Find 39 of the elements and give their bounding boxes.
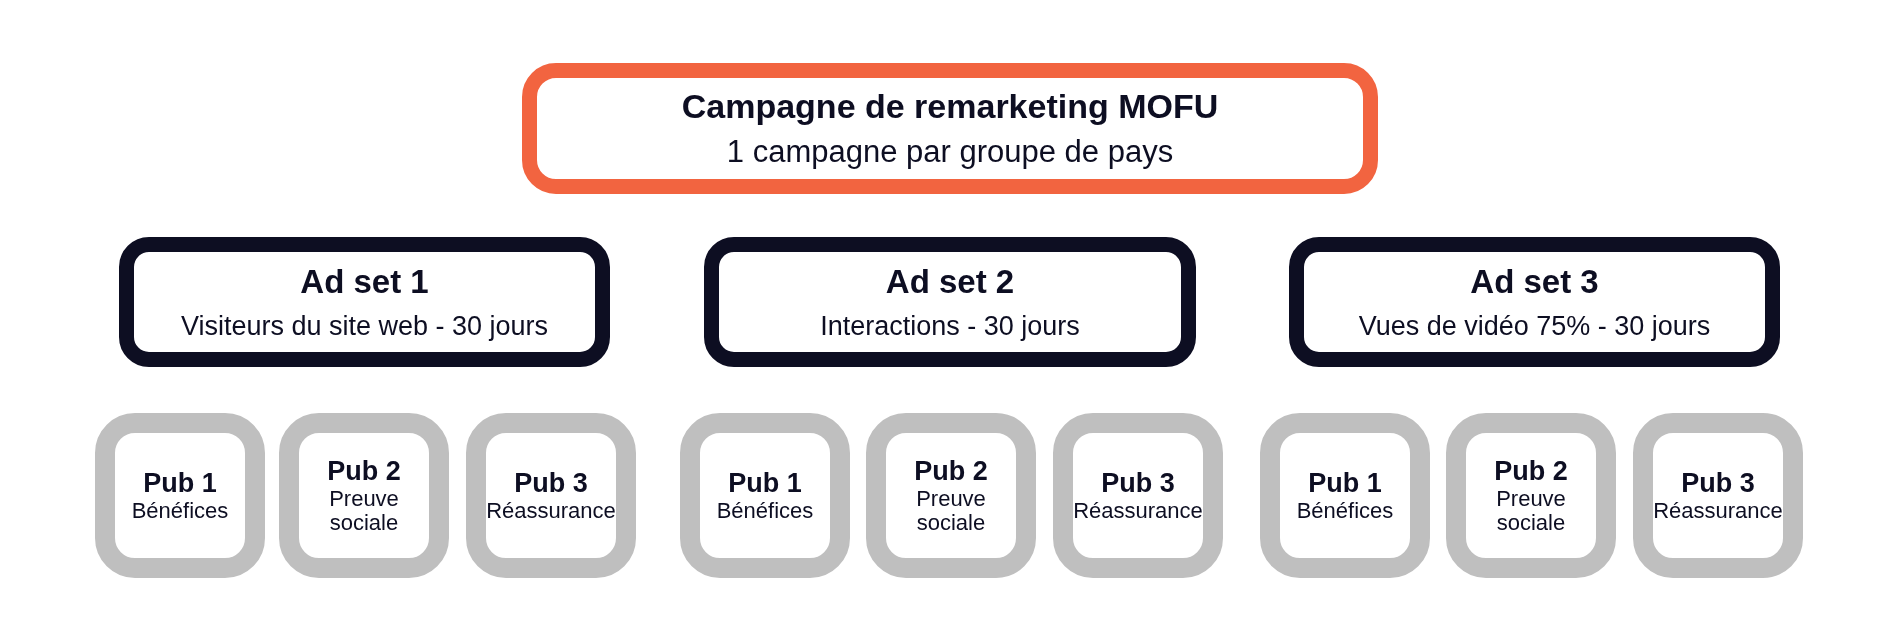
box-subtitle: Réassurance	[1072, 499, 1204, 523]
box-title: Pub 2	[1494, 456, 1568, 487]
box-title: Pub 1	[143, 468, 217, 499]
box-subtitle: Vues de vidéo 75% - 30 jours	[1358, 310, 1711, 342]
ad-box	[95, 413, 265, 578]
box-subtitle: Réassurance	[1652, 499, 1784, 523]
box-title: Ad set 3	[1470, 262, 1599, 301]
box-subtitle: Visiteurs du site web - 30 jours	[180, 310, 549, 342]
box-subtitle: Interactions - 30 jours	[820, 310, 1080, 342]
ad-set-box	[704, 237, 1196, 367]
ad-box	[1053, 413, 1223, 578]
box-subtitle: Preuve sociale	[1495, 487, 1567, 535]
campaign-box	[522, 63, 1378, 194]
box-title: Pub 1	[728, 468, 802, 499]
box-subtitle: Preuve sociale	[915, 487, 987, 535]
ad-box	[279, 413, 449, 578]
box-title: Pub 2	[914, 456, 988, 487]
box-title: Ad set 2	[885, 262, 1015, 301]
box-title: Pub 3	[1101, 468, 1175, 499]
ad-box	[680, 413, 850, 578]
box-subtitle: Bénéfices	[130, 499, 230, 523]
box-title: Ad set 1	[300, 262, 429, 301]
box-subtitle: Preuve sociale	[328, 487, 400, 535]
ad-box	[466, 413, 636, 578]
ad-box	[1633, 413, 1803, 578]
box-subtitle: Bénéfices	[715, 499, 815, 523]
ad-box	[866, 413, 1036, 578]
box-title: Pub 1	[1308, 468, 1382, 499]
box-subtitle: Bénéfices	[1295, 499, 1395, 523]
box-title: Campagne de remarketing MOFU	[681, 87, 1219, 126]
box-subtitle: 1 campagne par groupe de pays	[726, 134, 1174, 170]
ad-box	[1446, 413, 1616, 578]
ad-set-box	[1289, 237, 1780, 367]
box-title: Pub 2	[327, 456, 401, 487]
box-title: Pub 3	[1681, 468, 1755, 499]
ad-set-box	[119, 237, 610, 367]
ad-box	[1260, 413, 1430, 578]
box-title: Pub 3	[514, 468, 588, 499]
box-subtitle: Réassurance	[485, 499, 617, 523]
